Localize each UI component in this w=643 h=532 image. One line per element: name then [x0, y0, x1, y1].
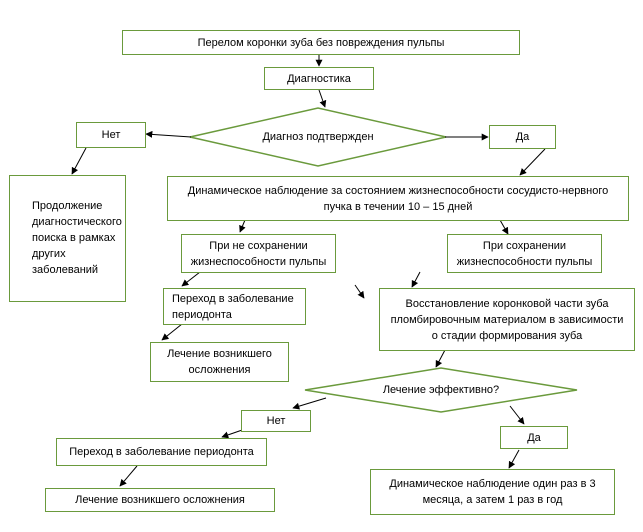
node-fracture: Перелом коронки зуба без повреждения пул…	[122, 30, 520, 55]
arrow-observation-to-not-preserved	[239, 219, 246, 233]
node-treat-complication-2: Лечение возникшего осложнения	[45, 488, 275, 512]
node-no-2-label: Нет	[266, 415, 286, 427]
node-yes-1-label: Да	[515, 131, 530, 143]
node-dynamic-observation-label: Динамическое наблюдение за состоянием жи…	[187, 184, 609, 213]
arrow-yes-to-observation	[519, 148, 546, 176]
diamond-diagnosis-confirmed-label: Диагноз подтвержден	[262, 131, 374, 143]
node-pulp-preserved: При сохранении жизнеспособности пульпы	[447, 234, 602, 273]
node-continue-search: Продолжение диагностического поиска в ра…	[9, 175, 126, 302]
node-treat-complication-1-label: Лечение возникшего осложнения	[167, 348, 272, 376]
node-treat-complication-1: Лечение возникшего осложнения	[150, 342, 289, 382]
arrow-periodont-to-treatment-2	[119, 465, 138, 487]
arrow-no-to-continue-search	[71, 147, 87, 175]
arrow-stray	[354, 284, 365, 299]
arrow-effective-to-yes	[509, 405, 525, 425]
node-treat-complication-2-label: Лечение возникшего осложнения	[75, 494, 245, 506]
node-diagnostics: Диагностика	[264, 67, 374, 90]
arrow-diagnostics-to-diamond	[318, 89, 327, 108]
node-followup-label: Динамическое наблюдение один раз в 3 мес…	[389, 478, 596, 506]
node-transition-periodont-1-label: Переход в заболевание периодонта	[172, 292, 294, 321]
node-transition-periodont-1: Переход в заболевание периодонта	[163, 288, 306, 325]
node-crown-restoration-label: Восстановление коронковой части зуба пло…	[390, 297, 624, 342]
arrow-diamond-to-no	[145, 130, 192, 138]
arrow-restoration-to-effective	[435, 349, 446, 368]
node-yes-2: Да	[500, 426, 568, 449]
node-followup: Динамическое наблюдение один раз в 3 мес…	[370, 469, 615, 515]
node-crown-restoration: Восстановление коронковой части зуба пло…	[379, 288, 635, 351]
arrow-periodont-to-treatment	[161, 323, 183, 341]
arrow-effective-to-no	[292, 397, 327, 410]
node-pulp-not-preserved: При не сохранении жизнеспособности пульп…	[181, 234, 336, 273]
node-no-1: Нет	[76, 122, 146, 148]
node-pulp-preserved-label: При сохранении жизнеспособности пульпы	[456, 239, 593, 268]
node-yes-2-label: Да	[527, 431, 541, 444]
node-dynamic-observation: Динамическое наблюдение за состоянием жи…	[167, 176, 629, 221]
node-diagnostics-label: Диагностика	[287, 72, 351, 85]
node-fracture-label: Перелом коронки зуба без повреждения пул…	[197, 36, 445, 49]
node-pulp-not-preserved-label: При не сохранении жизнеспособности пульп…	[190, 239, 327, 268]
node-no-1-label: Нет	[101, 129, 121, 141]
arrow-preserved-to-restoration	[411, 271, 421, 288]
arrow-observation-to-preserved	[499, 219, 509, 235]
node-continue-search-label: Продолжение диагностического поиска в ра…	[32, 200, 122, 276]
arrow-yes-to-followup	[508, 449, 520, 469]
diamond-treatment-effective-label: Лечение эффективно?	[382, 384, 500, 396]
node-no-2: Нет	[241, 410, 311, 432]
node-transition-periodont-2-label: Переход в заболевание периодонта	[69, 446, 254, 458]
node-transition-periodont-2: Переход в заболевание периодонта	[56, 438, 267, 466]
diamond-treatment-effective	[304, 367, 578, 413]
node-yes-1: Да	[489, 125, 556, 149]
arrow-not-preserved-to-periodont	[181, 271, 201, 287]
